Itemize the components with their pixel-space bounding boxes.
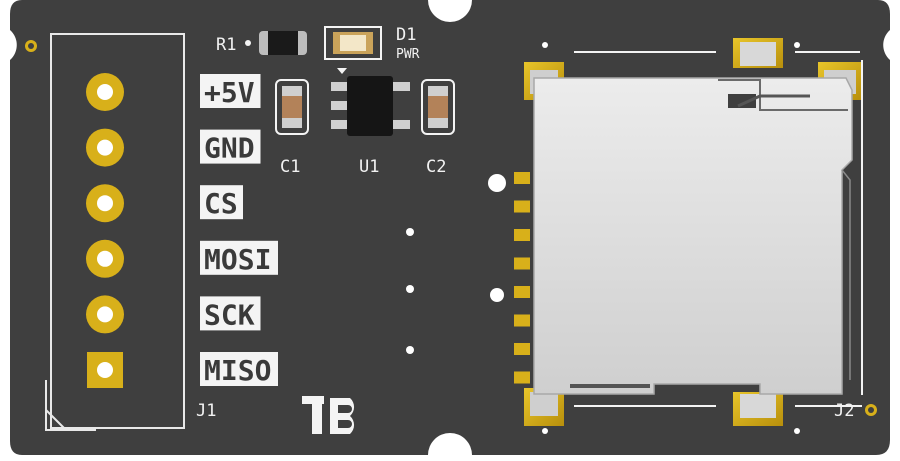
j1-pin1-marker <box>45 380 96 431</box>
pin-mosi-pad <box>86 239 124 278</box>
pin-label-miso: MISO <box>200 352 278 387</box>
pin-label-5v: +5V <box>200 74 261 109</box>
c1-designator: C1 <box>280 157 300 177</box>
microsd-contact <box>514 343 530 355</box>
board-logo <box>302 396 355 434</box>
microsd-contact <box>514 314 530 327</box>
u1-designator: U1 <box>359 157 379 177</box>
r1-dot <box>245 40 251 46</box>
j1-outline <box>50 33 185 429</box>
pin-cs-pad <box>86 184 124 223</box>
pin-label-gnd: GND <box>200 129 261 165</box>
pin-label-text: MISO <box>204 354 271 387</box>
pin-sck-pad <box>86 295 124 334</box>
pin-label-text: +5V <box>204 76 255 109</box>
j1-designator: J1 <box>196 401 216 421</box>
mounting-hole-2 <box>490 288 504 302</box>
pin-label-cs: CS <box>200 185 243 220</box>
microsd-contact <box>514 371 530 384</box>
microsd-contact <box>514 257 530 270</box>
pin-label-text: GND <box>204 132 255 165</box>
j2-designator: J2 <box>834 401 854 421</box>
pin-miso-pad <box>87 352 123 388</box>
header-pins <box>86 73 124 388</box>
microsd-contact <box>514 200 530 213</box>
microsd-contact <box>514 172 530 184</box>
pin-label-text: MOSI <box>204 243 271 276</box>
mounting-hole <box>488 174 506 192</box>
r1-designator: R1 <box>216 35 236 55</box>
d1-designator: D1 <box>396 25 416 45</box>
pin-label-text: CS <box>204 187 238 220</box>
microsd-connector <box>514 38 863 426</box>
pin-label-text: SCK <box>204 298 255 331</box>
d1-led <box>324 26 382 60</box>
vias <box>406 42 800 434</box>
c1-capacitor <box>275 79 309 135</box>
u1-regulator <box>331 68 410 136</box>
c2-designator: C2 <box>426 157 446 177</box>
pin-label-mosi: MOSI <box>200 240 278 276</box>
r1-resistor <box>259 31 307 55</box>
microsd-contact <box>514 286 530 298</box>
c2-capacitor <box>421 79 455 135</box>
d1-label: PWR <box>396 47 420 62</box>
pin-labels: +5V GND CS MOSI SCK MISO <box>200 74 278 387</box>
microsd-contact <box>514 229 530 241</box>
pin-5v-pad <box>86 73 124 111</box>
microsd-pins <box>514 172 530 384</box>
pin-gnd-pad <box>86 128 124 167</box>
pin-label-sck: SCK <box>200 296 261 331</box>
